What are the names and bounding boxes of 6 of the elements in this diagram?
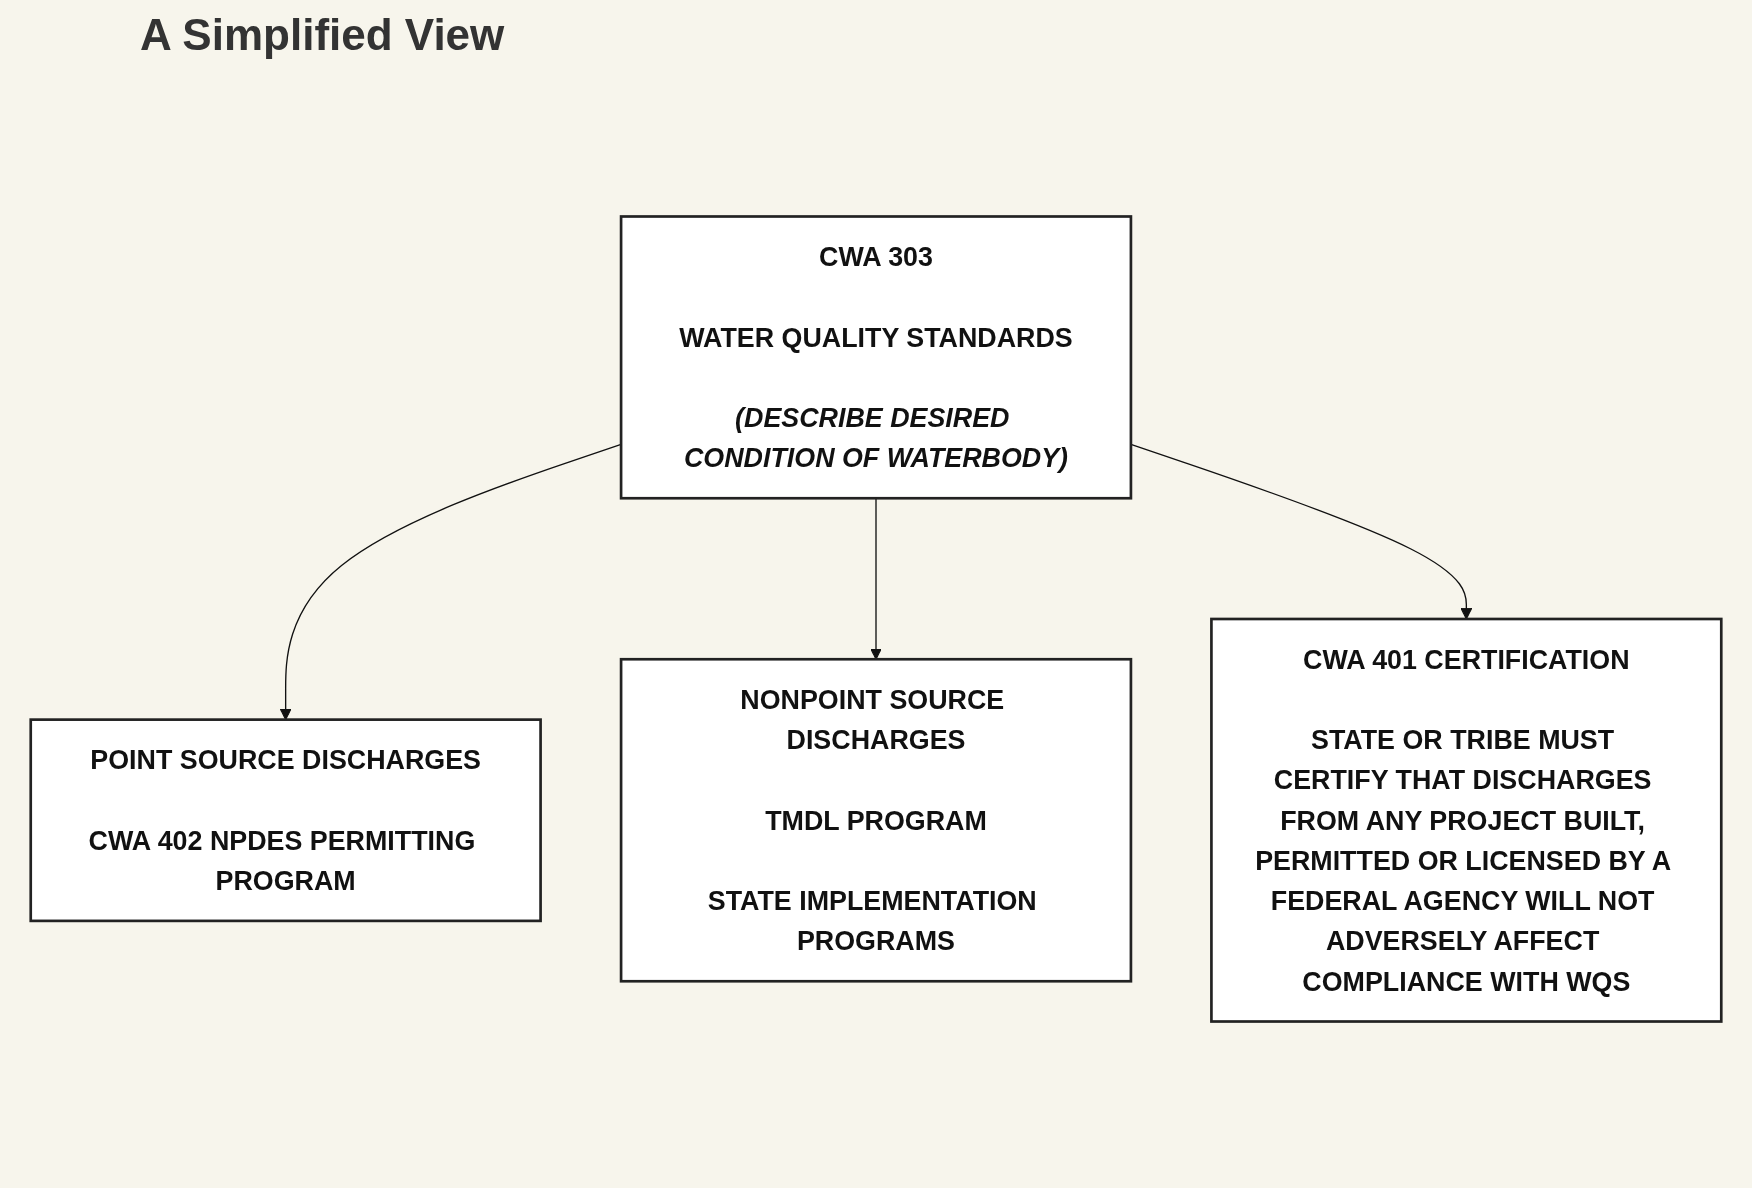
node-box: POINT SOURCE DISCHARGES CWA 402 NPDES PERMITTING PROGRAM — [29, 718, 542, 923]
title: A Simplified View — [140, 10, 505, 60]
node-box: CWA 401 CERTIFICATION STATE OR TRIBE MUST CERTIFY THAT DISCHARGES FROM ANY PROJECT BUILT, PERMITTED OR LICENSED BY A FEDERAL AGENCY WILL NOT ADVERSELY AFFECT COMPLIANCE WITH WQS — [1210, 617, 1723, 1023]
node-box: CWA 303 WATER QUALITY STANDARDS (DESCRIBE DESIRED CONDITION OF WATERBODY) — [619, 215, 1133, 500]
node-box: NONPOINT SOURCE DISCHARGES TMDL PROGRAM STATE IMPLEMENTATION PROGRAMS — [619, 657, 1133, 983]
arrow — [1130, 443, 1473, 620]
